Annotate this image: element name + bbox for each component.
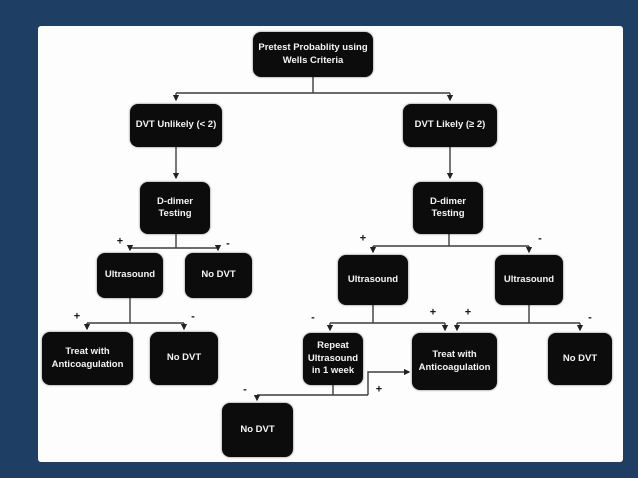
- node-treat-anticoagulation-left: Treat with Anticoagulation: [42, 332, 133, 385]
- node-repeat-ultrasound: Repeat Ultrasound in 1 week: [303, 333, 363, 385]
- edge-label-ultrasound-right2-positive: +: [464, 306, 472, 319]
- connector-lines: [83, 77, 584, 402]
- flowchart-canvas: Pretest Probablity using Wells Criteria …: [38, 26, 623, 462]
- edge-label-repeat-ultrasound-negative: -: [243, 383, 247, 396]
- edge-label-ultrasound-right1-positive: +: [429, 306, 437, 319]
- node-ultrasound-right2: Ultrasound: [495, 255, 563, 305]
- node-ultrasound-left: Ultrasound: [97, 253, 163, 298]
- edge-label-ddimer-left-positive: +: [116, 235, 124, 248]
- node-ddimer-right: D-dimer Testing: [413, 182, 483, 234]
- edge-label-ddimer-right-positive: +: [359, 232, 367, 245]
- node-dvt-likely: DVT Likely (≥ 2): [403, 104, 497, 147]
- node-no-dvt-right: No DVT: [548, 333, 612, 385]
- edge-label-ddimer-left-negative: -: [226, 237, 230, 250]
- node-treat-anticoagulation-right: Treat with Anticoagulation: [412, 333, 497, 390]
- edge-label-ultrasound-left-negative: -: [191, 310, 195, 323]
- edge-label-ultrasound-right1-negative: -: [311, 311, 315, 324]
- node-no-dvt-left2: No DVT: [150, 332, 218, 385]
- edge-label-ultrasound-right2-negative: -: [588, 311, 592, 324]
- node-no-dvt-left: No DVT: [185, 253, 252, 298]
- node-pretest-probability: Pretest Probablity using Wells Criteria: [253, 32, 373, 77]
- edge-label-ddimer-right-negative: -: [538, 232, 542, 245]
- node-ddimer-left: D-dimer Testing: [140, 182, 210, 234]
- node-no-dvt-bottom: No DVT: [222, 403, 293, 457]
- edge-label-repeat-ultrasound-positive: +: [375, 383, 383, 396]
- node-ultrasound-right1: Ultrasound: [338, 255, 408, 305]
- edge-label-ultrasound-left-positive: +: [73, 310, 81, 323]
- node-dvt-unlikely: DVT Unlikely (< 2): [130, 104, 222, 147]
